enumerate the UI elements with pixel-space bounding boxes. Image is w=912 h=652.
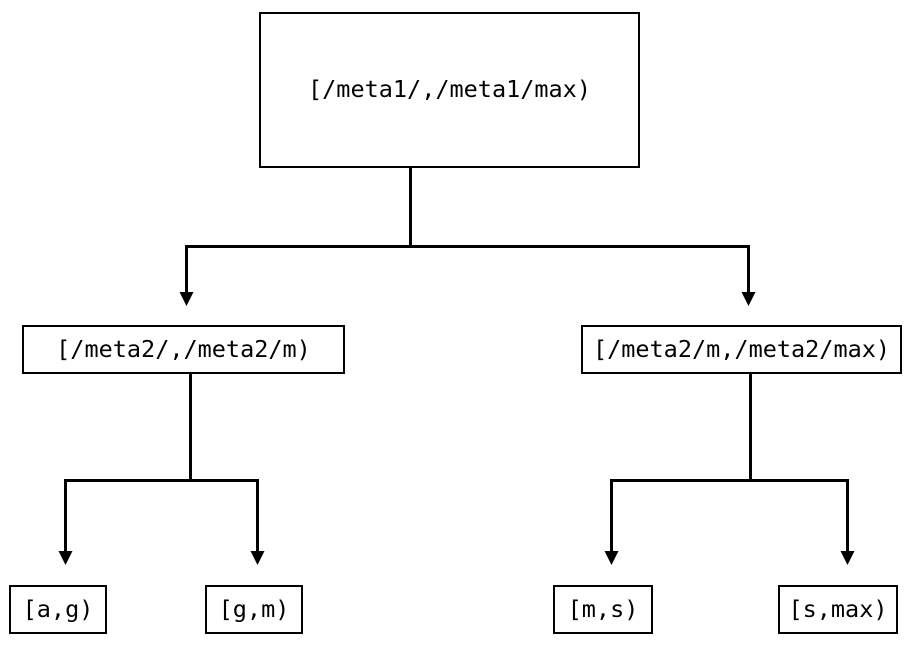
arrowhead-to-leaf-ms [604,551,619,565]
arrowhead-to-meta2-lower [179,292,194,306]
tree-node-leaf-g-m: [g,m) [205,585,303,634]
arrowhead-to-leaf-smax [840,551,855,565]
tree-node-leaf-s-max: [s,max) [778,585,898,634]
arrowhead-to-leaf-gm [250,551,265,565]
tree-node-leaf-m-s: [m,s) [553,585,653,634]
arrowhead-to-leaf-ag [58,551,73,565]
tree-node-meta2-upper: [/meta2/m,/meta2/max) [581,325,902,374]
arrowhead-to-meta2-upper [741,292,756,306]
tree-node-meta2-lower: [/meta2/,/meta2/m) [22,325,345,374]
tree-node-leaf-a-g: [a,g) [9,585,107,634]
tree-node-root: [/meta1/,/meta1/max) [259,12,640,168]
